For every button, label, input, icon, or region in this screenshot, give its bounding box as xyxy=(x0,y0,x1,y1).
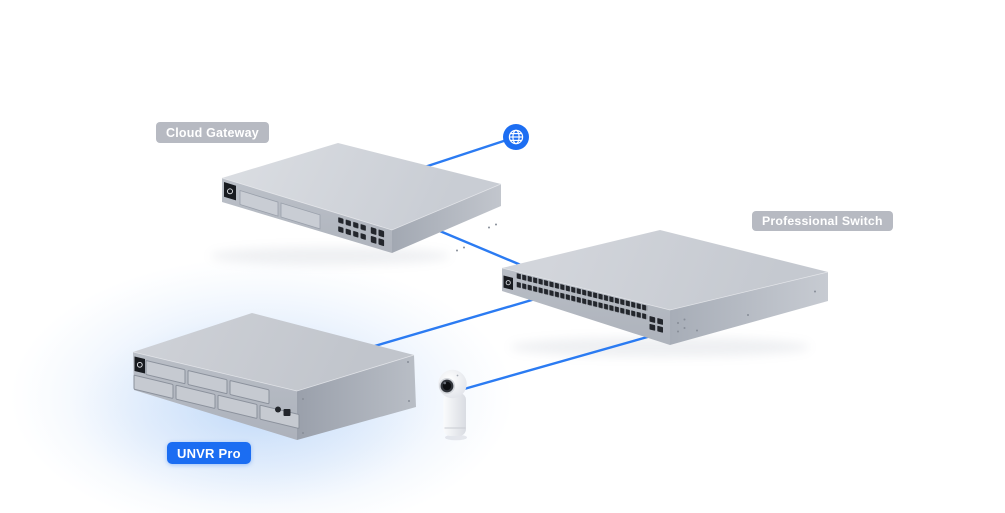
internet-node[interactable] xyxy=(503,124,529,150)
camera-shadow xyxy=(445,434,467,441)
unvr-pro-label: UNVR Pro xyxy=(167,442,251,464)
link-camera-switch xyxy=(455,332,660,393)
cloud-gateway-device[interactable] xyxy=(221,143,502,253)
unvr-screen xyxy=(134,356,145,374)
unvr-screws xyxy=(302,361,410,434)
gateway-side-face xyxy=(392,184,501,253)
switch-screws xyxy=(677,290,816,333)
gateway-screws xyxy=(456,223,497,252)
unvr-top-face xyxy=(133,313,414,391)
unvr-pro-device[interactable] xyxy=(132,313,416,440)
unvr-drive-trays xyxy=(133,360,300,429)
gateway-ethernet-ports xyxy=(338,216,368,241)
switch-sfp-ports xyxy=(649,316,663,333)
unvr-front-ports xyxy=(275,406,291,416)
professional-switch-device[interactable] xyxy=(501,230,829,345)
professional-switch-label: Professional Switch xyxy=(752,211,893,231)
link-gateway-switch xyxy=(433,227,530,270)
gateway-drive-panel xyxy=(239,189,279,217)
camera-mic-dot xyxy=(456,374,459,377)
switch-side-face xyxy=(670,272,828,345)
globe-icon xyxy=(508,129,524,145)
gateway-screen xyxy=(224,182,236,201)
cloud-gateway-label: Cloud Gateway xyxy=(156,122,269,143)
camera-body xyxy=(443,393,466,436)
camera-device[interactable] xyxy=(438,369,467,441)
switch-screen xyxy=(503,275,513,290)
gateway-top-face xyxy=(222,143,501,230)
topology-links xyxy=(354,135,660,393)
link-gateway-internet xyxy=(412,135,518,172)
switch-top-face xyxy=(502,230,828,310)
gateway-sfp-ports xyxy=(370,227,385,247)
unvr-side-face xyxy=(297,355,416,440)
link-unvr-switch xyxy=(354,295,544,353)
switch-ethernet-ports xyxy=(516,273,648,321)
gateway-drive-panel xyxy=(280,202,321,230)
